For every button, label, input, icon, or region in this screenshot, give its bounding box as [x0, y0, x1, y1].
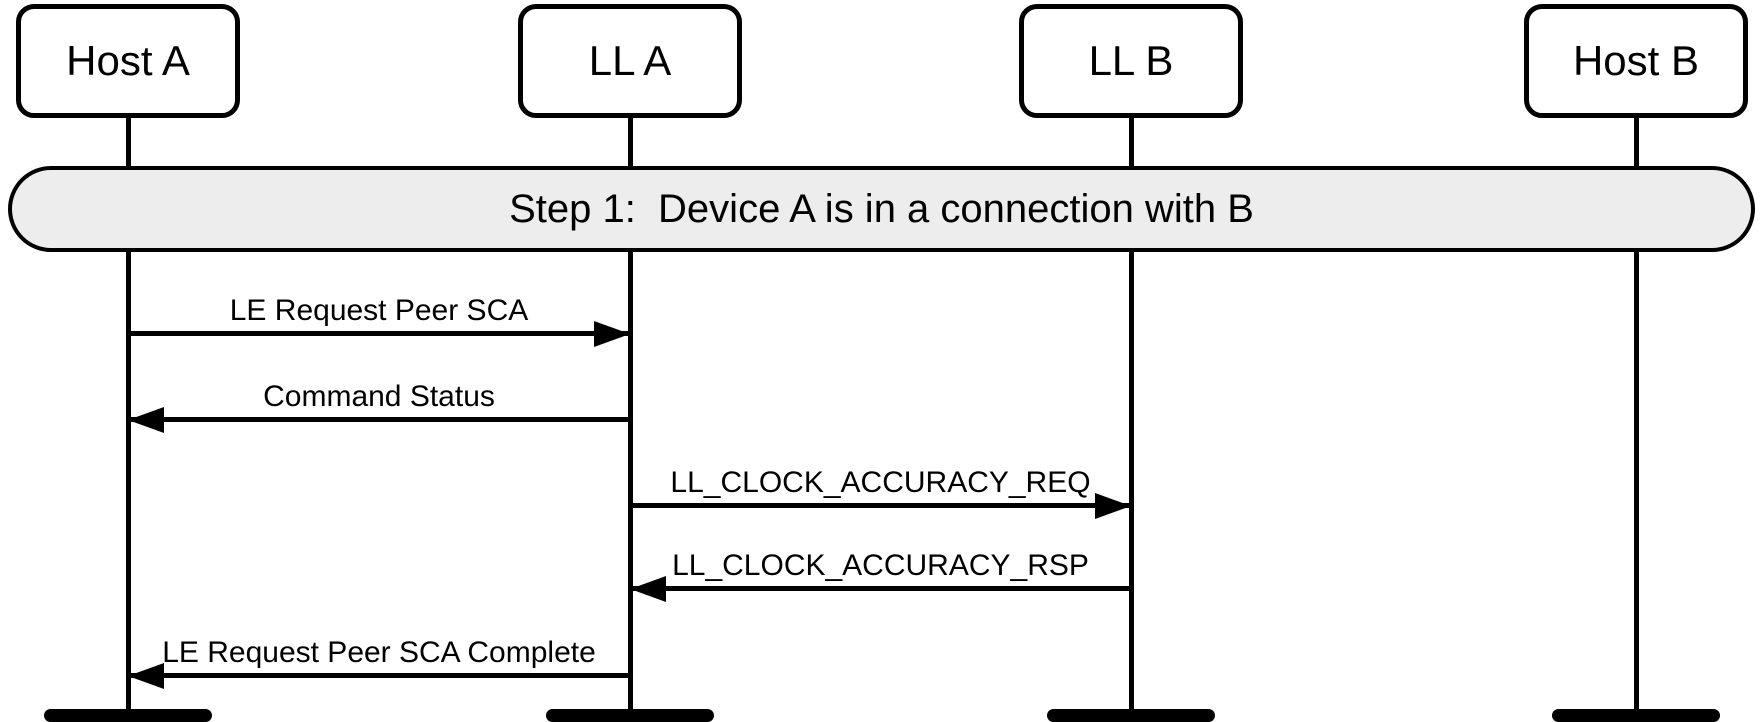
participant-label: Host B	[1572, 37, 1700, 84]
message-line	[128, 673, 630, 678]
arrowhead-left-icon	[128, 663, 164, 689]
message-label: LE Request Peer SCA	[229, 294, 529, 327]
message-label: Command Status	[263, 380, 495, 413]
message-command-status: Command Status	[128, 378, 630, 433]
termination-bar-ll-b	[1047, 709, 1215, 722]
participant-box-host-b: Host B	[1524, 4, 1748, 118]
participant-box-host-a: Host A	[16, 4, 240, 118]
termination-bar-host-b	[1552, 709, 1720, 722]
participant-label: Host A	[66, 37, 190, 84]
arrowhead-left-icon	[128, 407, 164, 433]
message-label: LL_CLOCK_ACCURACY_REQ	[670, 466, 1091, 499]
arrowhead-left-icon	[630, 576, 666, 602]
step-banner: Step 1: Device A is in a connection with…	[8, 166, 1755, 252]
participant-box-ll-a: LL A	[518, 4, 742, 118]
message-line	[630, 586, 1131, 591]
lifeline-ll-b	[1129, 112, 1134, 714]
termination-bar-host-a	[44, 709, 212, 722]
message-label: LE Request Peer SCA Complete	[162, 636, 596, 669]
termination-bar-ll-a	[546, 709, 714, 722]
message-ll-clock-accuracy-rsp: LL_CLOCK_ACCURACY_RSP	[630, 547, 1131, 602]
message-le-request-peer-sca: LE Request Peer SCA	[128, 292, 630, 347]
arrowhead-right-icon	[1095, 493, 1131, 519]
arrowhead-right-icon	[594, 321, 630, 347]
message-le-request-peer-sca-complete: LE Request Peer SCA Complete	[128, 634, 630, 689]
lifeline-ll-a	[628, 112, 633, 714]
message-line	[128, 331, 630, 336]
lifeline-host-b	[1634, 112, 1639, 714]
message-line	[630, 503, 1131, 508]
message-line	[128, 417, 630, 422]
participant-label: LL B	[1088, 37, 1174, 84]
message-ll-clock-accuracy-req: LL_CLOCK_ACCURACY_REQ	[630, 464, 1131, 519]
message-label: LL_CLOCK_ACCURACY_RSP	[672, 549, 1089, 582]
participant-box-ll-b: LL B	[1019, 4, 1243, 118]
participant-label: LL A	[588, 37, 672, 84]
step-banner-label: Step 1: Device A is in a connection with…	[509, 186, 1254, 231]
